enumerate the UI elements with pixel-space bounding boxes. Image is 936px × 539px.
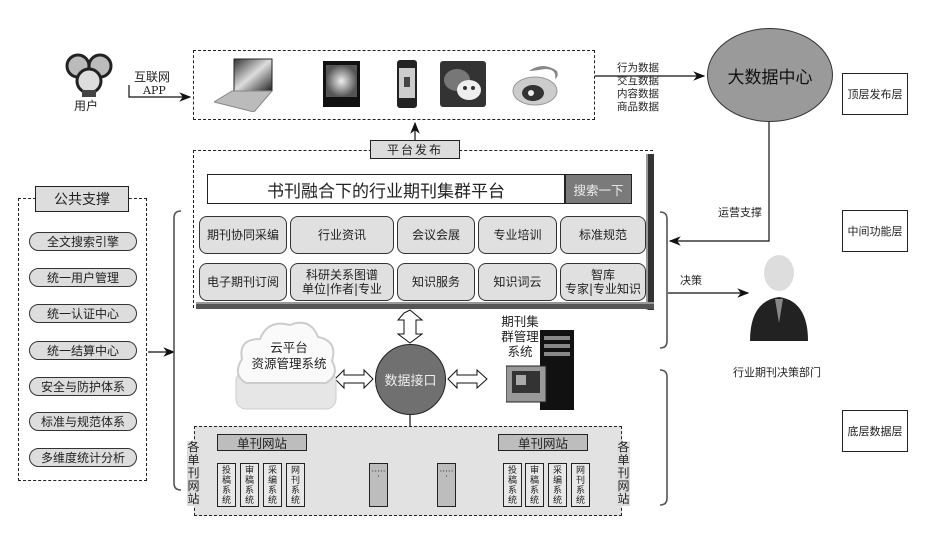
system-editing: 采编系统 bbox=[548, 463, 567, 507]
module-industry-news[interactable]: 行业资讯 bbox=[290, 216, 394, 254]
laptop-icon bbox=[214, 58, 274, 112]
decision-dept-label: 行业期刊决策部门 bbox=[733, 366, 821, 379]
more-sites-ellipsis: ······ bbox=[437, 463, 456, 507]
data-flow-label: 交互数据 bbox=[617, 75, 659, 87]
support-item: 安全与防护体系 bbox=[29, 377, 137, 396]
system-online-journal: 网刊系统 bbox=[571, 463, 590, 507]
search-button[interactable]: 搜索一下 bbox=[565, 174, 632, 204]
left-bracket bbox=[173, 210, 182, 491]
module-standards[interactable]: 标准规范 bbox=[560, 216, 646, 254]
middle-bracket bbox=[659, 211, 668, 349]
platform-shadow bbox=[646, 154, 654, 310]
module-label: 知识词云 bbox=[493, 275, 542, 289]
layer-middle: 中间功能层 bbox=[842, 210, 908, 252]
support-item: 多维度统计分析 bbox=[29, 448, 137, 467]
module-training[interactable]: 专业培训 bbox=[478, 216, 557, 254]
data-flow-labels: 行为数据 交互数据 内容数据 商品数据 bbox=[617, 62, 659, 114]
bottom-bracket bbox=[659, 369, 668, 506]
support-item: 统一用户管理 bbox=[29, 268, 137, 287]
data-flow-label: 内容数据 bbox=[617, 88, 659, 100]
support-item: 统一结算中心 bbox=[29, 341, 137, 360]
device-terminals-box bbox=[193, 50, 595, 120]
cloud-icon bbox=[235, 321, 337, 410]
server-icon bbox=[506, 330, 574, 410]
module-sublabel: 专家|专业知识 bbox=[564, 282, 642, 296]
system-editing: 采编系统 bbox=[263, 463, 282, 507]
cluster-label-line: 期刊集 bbox=[501, 314, 539, 329]
single-site-label: 单刊网站 bbox=[498, 434, 588, 451]
cluster-label-line: 群管理 bbox=[501, 329, 539, 344]
system-review: 审稿系统 bbox=[240, 463, 259, 507]
data-flow-label: 行为数据 bbox=[617, 62, 659, 74]
module-think-tank[interactable]: 智库 专家|专业知识 bbox=[560, 263, 646, 301]
cloud-label-line: 资源管理系统 bbox=[251, 356, 327, 371]
platform-title-search-input[interactable]: 书刊融合下的行业期刊集群平台 bbox=[207, 174, 565, 204]
module-label: 电子期刊订阅 bbox=[206, 275, 279, 289]
support-item: 全文搜索引擎 bbox=[29, 232, 137, 251]
module-label: 智库 bbox=[590, 268, 615, 282]
sites-side-label-left: 各单刊网站 bbox=[187, 440, 200, 506]
data-interface-node: 数据接口 bbox=[375, 344, 446, 415]
layer-bottom: 底层数据层 bbox=[842, 410, 908, 452]
single-site-label: 单刊网站 bbox=[217, 434, 307, 451]
public-support-title: 公共支撑 bbox=[35, 186, 129, 212]
internet-label: 互联网 bbox=[134, 70, 171, 84]
user-label: 用户 bbox=[74, 99, 99, 113]
module-conference[interactable]: 会议会展 bbox=[397, 216, 475, 254]
big-data-center: 大数据中心 bbox=[707, 28, 833, 122]
sites-side-label-right: 各单刊网站 bbox=[617, 440, 630, 506]
module-collaborative-editing[interactable]: 期刊协同采编 bbox=[199, 216, 287, 254]
cloud-label-line: 云平台 bbox=[270, 340, 308, 355]
cloud-interface-double-arrow bbox=[334, 368, 374, 390]
data-flow-label: 商品数据 bbox=[617, 101, 659, 113]
cluster-label-line: 系统 bbox=[507, 344, 533, 359]
platform-interface-double-arrow bbox=[396, 309, 424, 344]
module-knowledge-service[interactable]: 知识服务 bbox=[397, 263, 475, 301]
phone-icon bbox=[397, 60, 417, 108]
layer-top: 顶层发布层 bbox=[842, 73, 908, 115]
cluster-system-label: 期刊集 群管理 系统 bbox=[498, 314, 542, 359]
decision-label: 决策 bbox=[680, 274, 702, 287]
system-submission: 投稿系统 bbox=[217, 463, 236, 507]
server-interface-double-arrow bbox=[447, 368, 488, 390]
ops-support-label: 运营支撑 bbox=[718, 206, 762, 219]
decision-maker-icon bbox=[750, 255, 808, 341]
module-e-journal-subscription[interactable]: 电子期刊订阅 bbox=[199, 263, 287, 301]
app-label: APP bbox=[143, 84, 166, 97]
platform-shadow bbox=[196, 302, 654, 309]
system-submission: 投稿系统 bbox=[503, 463, 522, 507]
module-label: 知识服务 bbox=[411, 275, 460, 289]
system-review: 审稿系统 bbox=[525, 463, 544, 507]
support-item: 统一认证中心 bbox=[29, 304, 137, 323]
user-to-devices-arrow bbox=[128, 85, 192, 102]
publish-tag: 平台发布 bbox=[370, 140, 460, 159]
module-sublabel: 单位|作者|专业 bbox=[301, 282, 383, 296]
module-research-graph[interactable]: 科研关系图谱 单位|作者|专业 bbox=[290, 263, 394, 301]
support-item: 标准与规范体系 bbox=[29, 412, 137, 431]
module-word-cloud[interactable]: 知识词云 bbox=[478, 263, 557, 301]
weibo-icon bbox=[512, 66, 558, 106]
users-icon bbox=[65, 53, 113, 97]
ops-support-arrow bbox=[668, 122, 770, 246]
system-online-journal: 网刊系统 bbox=[286, 463, 305, 507]
cloud-platform-label: 云平台 资源管理系统 bbox=[244, 340, 334, 372]
more-sites-ellipsis: ······ bbox=[369, 463, 388, 507]
tablet-icon bbox=[323, 61, 360, 107]
module-label: 科研关系图谱 bbox=[305, 268, 378, 282]
wechat-icon bbox=[440, 61, 486, 107]
